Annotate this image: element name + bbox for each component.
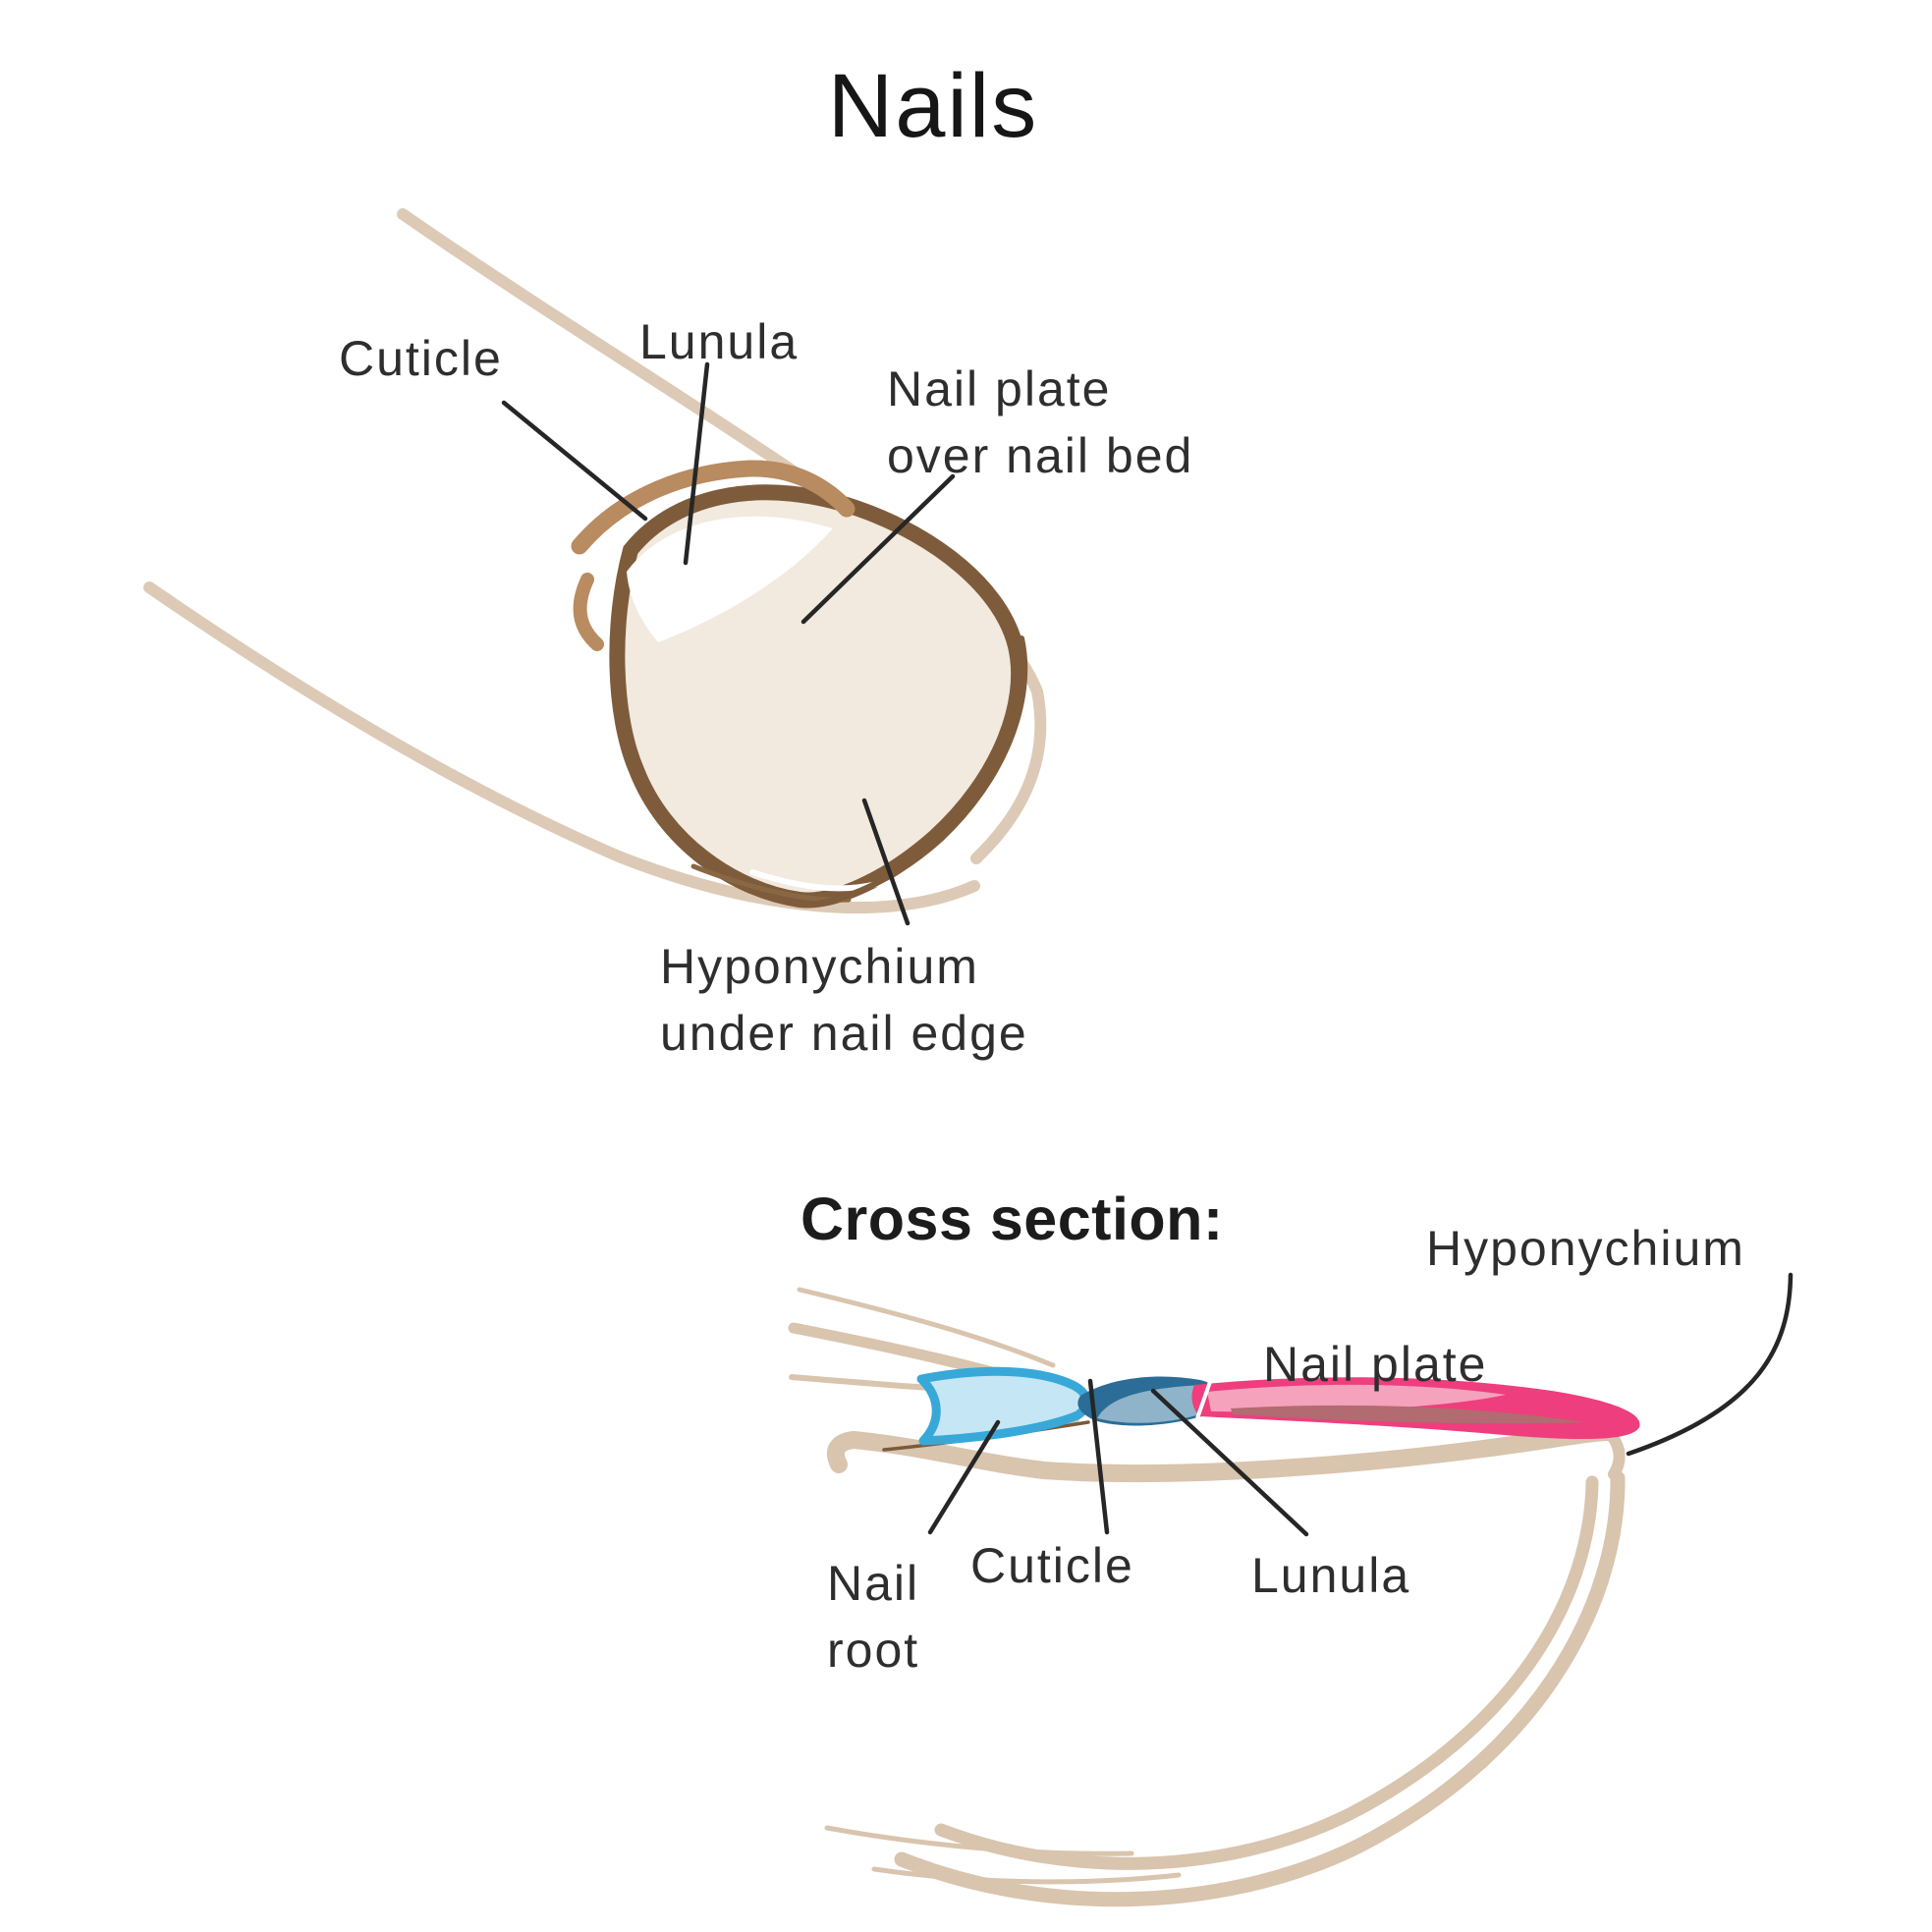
nail-plate-inner	[1207, 1384, 1506, 1412]
cross-section-illustration	[788, 1272, 1794, 1907]
label-nail-plate-cs-text: Nail plate	[1263, 1337, 1488, 1392]
hyponychium-leader-line	[861, 798, 911, 926]
label-hyponychium-top-line1: Hyponychium	[660, 939, 979, 994]
label-hyponychium-top-line2: under nail edge	[660, 1006, 1028, 1061]
top-view-illustration	[143, 208, 1047, 926]
label-nail-root-cs-line1: Nail	[827, 1556, 920, 1611]
top-view-leader-lines	[501, 361, 956, 926]
lunula-crescent	[627, 516, 833, 642]
label-nail-root-cs: Nail root	[827, 1550, 919, 1684]
label-hyponychium-top: Hyponychium under nail edge	[660, 933, 1028, 1067]
label-lunula-cs-text: Lunula	[1251, 1548, 1411, 1603]
label-hyponychium-cs-text: Hyponychium	[1426, 1221, 1745, 1276]
skin-under-nail-band	[827, 1423, 1618, 1483]
label-hyponychium-cs: Hyponychium	[1426, 1215, 1745, 1282]
lunula-highlight	[1097, 1385, 1215, 1423]
label-nail-plate-top: Nail plate over nail bed	[887, 356, 1193, 489]
fingertip-line-left-2	[871, 1866, 1182, 1885]
skin-line-upper	[797, 1287, 1056, 1368]
hyponychium-fold	[1603, 1426, 1626, 1480]
hyponychium-leader-curve	[1626, 1272, 1794, 1457]
fingertip-line-left-1	[824, 1825, 1134, 1856]
cuticle-arc	[571, 460, 856, 555]
cuticle-leader-line-cs	[1087, 1378, 1110, 1535]
nail-outline-offset-arc	[814, 635, 1028, 907]
label-cuticle-top: Cuticle	[339, 325, 503, 392]
page-title: Nails	[827, 56, 1039, 156]
label-nail-plate-cs: Nail plate	[1263, 1331, 1487, 1398]
nail-plate-streak	[1231, 1405, 1584, 1424]
label-cuticle-cs: Cuticle	[970, 1532, 1134, 1599]
nail-plate-leader-line	[800, 473, 956, 625]
nail-root-leader-line	[927, 1419, 1001, 1535]
cross-section-heading: Cross section:	[800, 1186, 1224, 1252]
cuticle-arc-left	[573, 573, 604, 651]
cuticle-leader-line	[501, 400, 648, 522]
lunula-leader-line	[683, 361, 710, 566]
label-lunula-top-text: Lunula	[639, 314, 800, 369]
label-cuticle-cs-text: Cuticle	[970, 1538, 1134, 1593]
label-lunula-cs: Lunula	[1251, 1542, 1410, 1609]
label-nail-plate-top-line1: Nail plate	[887, 361, 1112, 416]
label-nail-root-cs-line2: root	[827, 1623, 920, 1678]
label-lunula-top: Lunula	[639, 308, 799, 375]
finger-outline-bottom-curve	[143, 581, 980, 913]
cross-section-leader-lines	[927, 1272, 1794, 1537]
fingertip-outline-outer	[894, 1470, 1626, 1907]
lunula-plate-gap	[1195, 1378, 1213, 1419]
nail-root-shape	[916, 1366, 1091, 1446]
label-nail-plate-top-line2: over nail bed	[887, 428, 1194, 483]
label-cuticle-top-text: Cuticle	[339, 331, 503, 386]
fingertip-outline-inner	[934, 1475, 1599, 1870]
lunula-leader-line-cs	[1150, 1388, 1309, 1537]
